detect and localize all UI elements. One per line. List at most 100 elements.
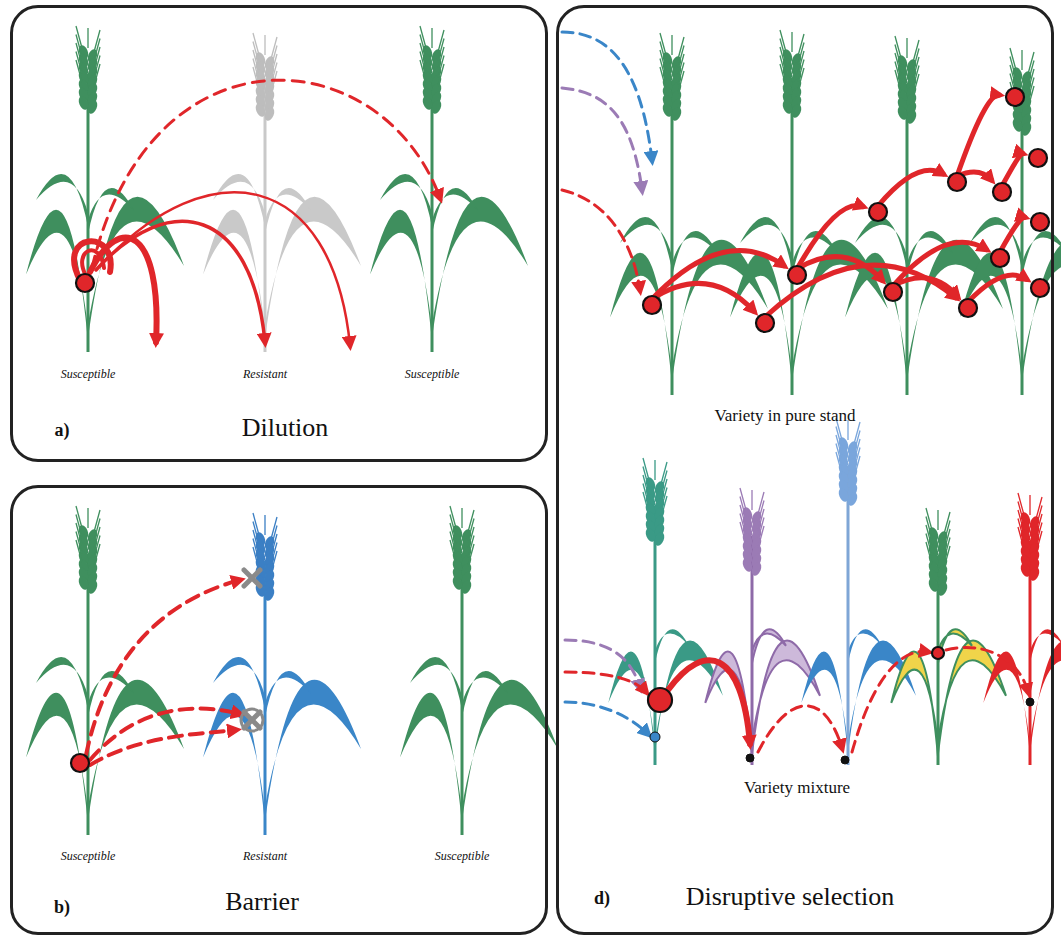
awn bbox=[791, 32, 792, 52]
awn bbox=[944, 546, 950, 568]
grain bbox=[653, 531, 666, 547]
leaf bbox=[938, 641, 1006, 754]
inoculum-dot bbox=[869, 203, 887, 221]
awn bbox=[780, 64, 786, 86]
wheat-plant bbox=[400, 506, 558, 835]
awn bbox=[740, 522, 746, 544]
inoculum-dot bbox=[648, 688, 672, 712]
blocked-mark bbox=[244, 712, 260, 728]
awn bbox=[937, 510, 938, 530]
cross-stroke bbox=[244, 570, 260, 586]
leaf bbox=[36, 657, 88, 710]
leaf bbox=[848, 629, 882, 663]
wheat-plant bbox=[203, 513, 361, 835]
awn bbox=[1021, 50, 1022, 70]
awn bbox=[76, 540, 82, 562]
spore-arrow bbox=[758, 706, 842, 752]
awn bbox=[854, 456, 860, 478]
leaf bbox=[410, 657, 462, 710]
grain bbox=[936, 581, 949, 597]
grain bbox=[670, 106, 683, 122]
leaf bbox=[1030, 629, 1061, 663]
leaf bbox=[380, 174, 432, 227]
awn bbox=[1018, 527, 1024, 549]
awn bbox=[94, 544, 100, 566]
stem bbox=[87, 554, 90, 835]
awn bbox=[87, 508, 88, 528]
leaf bbox=[432, 197, 528, 338]
leaf bbox=[26, 693, 88, 825]
inoculum-dot bbox=[746, 754, 754, 762]
grain bbox=[430, 99, 443, 115]
awn bbox=[913, 74, 919, 96]
grain bbox=[460, 579, 473, 595]
cross-stroke bbox=[244, 712, 260, 728]
awn bbox=[94, 64, 100, 86]
awn bbox=[1036, 531, 1042, 553]
awn bbox=[751, 490, 752, 510]
grain bbox=[86, 99, 99, 115]
awn bbox=[671, 35, 672, 55]
inoculum-dot bbox=[948, 173, 966, 191]
leaf bbox=[462, 680, 558, 821]
grain bbox=[905, 109, 918, 125]
leaf bbox=[891, 652, 938, 757]
awn bbox=[758, 526, 764, 548]
awn bbox=[264, 515, 265, 535]
wheat-plant bbox=[801, 418, 916, 765]
spore-arrow bbox=[562, 88, 642, 190]
leaf bbox=[36, 174, 88, 227]
inoculum-dot bbox=[991, 249, 1009, 267]
awn bbox=[661, 496, 667, 518]
spore-arrow bbox=[562, 190, 640, 290]
spore-arrow bbox=[100, 192, 350, 345]
panel-box: SusceptibleResistantSusceptiblea)Dilutio… bbox=[10, 5, 548, 462]
awn bbox=[253, 67, 259, 89]
panel-box: SusceptibleResistantSusceptibleb)Barrier bbox=[10, 485, 548, 935]
leaf bbox=[1030, 641, 1061, 754]
leaf bbox=[213, 657, 265, 710]
inoculum-dot bbox=[756, 314, 774, 332]
awn bbox=[438, 64, 444, 86]
spore-arrow bbox=[652, 251, 784, 299]
inoculum-dot bbox=[884, 283, 902, 301]
inoculum-dot bbox=[788, 266, 806, 284]
inoculum-dot bbox=[932, 647, 944, 659]
stem bbox=[847, 466, 850, 765]
leaf bbox=[265, 680, 361, 821]
cross-stroke bbox=[244, 570, 260, 586]
awn bbox=[895, 70, 901, 92]
stem bbox=[264, 561, 267, 835]
grain bbox=[1020, 121, 1033, 137]
wheat-plant bbox=[891, 508, 1006, 765]
awn bbox=[798, 68, 804, 90]
awn bbox=[264, 35, 265, 55]
stem bbox=[791, 78, 794, 395]
wheat-plant bbox=[730, 30, 888, 395]
awn bbox=[926, 542, 932, 564]
awn bbox=[643, 492, 649, 514]
inoculum-dot bbox=[71, 754, 89, 772]
inoculum-dot bbox=[841, 756, 849, 764]
leaf bbox=[730, 253, 792, 385]
inoculum-dot bbox=[993, 183, 1011, 201]
stem bbox=[87, 74, 90, 352]
grain bbox=[86, 579, 99, 595]
panel-box: Variety in pure standVariety mixtured)Di… bbox=[556, 5, 1054, 935]
grain bbox=[846, 491, 859, 507]
wheat-plant bbox=[26, 26, 184, 352]
awn bbox=[271, 71, 277, 93]
plant-label: Susceptible bbox=[435, 850, 490, 864]
spore-arrow bbox=[797, 257, 882, 281]
spore-arrow bbox=[668, 660, 750, 744]
grain bbox=[1028, 566, 1041, 582]
plant-label: Resistant bbox=[243, 850, 287, 864]
leaf bbox=[370, 210, 432, 342]
grain bbox=[790, 103, 803, 119]
inoculum-dot bbox=[650, 732, 660, 742]
awn bbox=[468, 544, 474, 566]
leaf bbox=[752, 629, 786, 663]
spore-arrow bbox=[968, 275, 1027, 302]
